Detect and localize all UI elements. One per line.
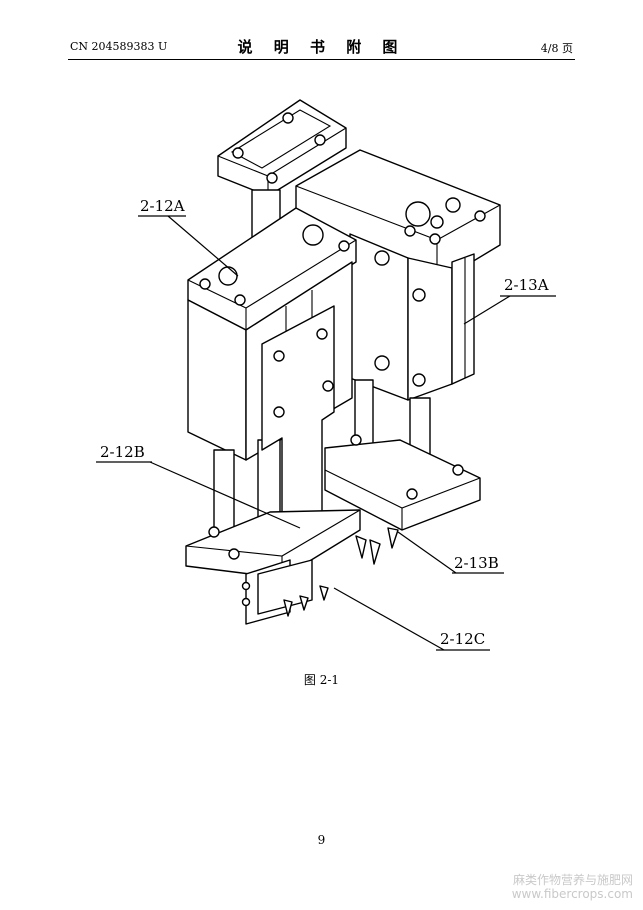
figure-caption: 图 2-1 bbox=[303, 673, 340, 687]
leader-2-13A bbox=[463, 295, 511, 325]
watermark-cn: 麻类作物营养与施肥网 bbox=[512, 873, 633, 887]
leader-2-13B bbox=[397, 531, 457, 574]
leader-2-12C bbox=[333, 587, 445, 651]
page-title: 说 明 书 附 图 bbox=[237, 38, 406, 56]
page-number: 9 bbox=[317, 833, 326, 847]
patent-number: CN 204589383 U bbox=[70, 40, 168, 53]
header-rule bbox=[68, 59, 575, 60]
leader-2-12B bbox=[149, 461, 301, 529]
rear-cylinder-assembly bbox=[295, 149, 501, 565]
front-cylinder-assembly bbox=[185, 99, 361, 625]
label-2-13B: 2-13B bbox=[454, 554, 499, 572]
label-2-12A: 2-12A bbox=[140, 197, 185, 215]
label-2-12B: 2-12B bbox=[100, 443, 145, 461]
label-2-13A: 2-13A bbox=[504, 276, 549, 294]
page-reference: 4/8 页 bbox=[540, 42, 573, 55]
leader-lines bbox=[96, 215, 556, 651]
label-2-12C: 2-12C bbox=[440, 630, 485, 648]
watermark-url: www.fibercrops.com bbox=[511, 887, 633, 901]
leader-2-12A bbox=[167, 215, 239, 277]
